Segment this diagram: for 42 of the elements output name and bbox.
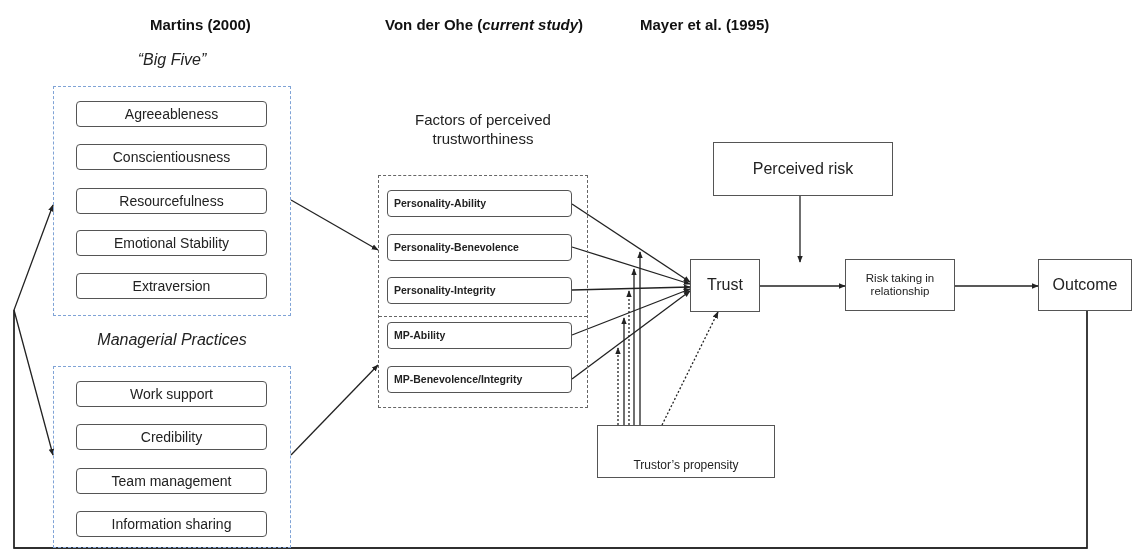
arrow: [290, 199, 379, 251]
factor-box: Emotional Stability: [76, 230, 267, 256]
column-title: Von der Ohe (current study): [385, 16, 584, 33]
process-box: Risk taking in relationship: [845, 259, 955, 311]
factor-box: Resourcefulness: [76, 188, 267, 214]
factor-box: Credibility: [76, 424, 267, 450]
arrow: [631, 268, 637, 426]
column-title: Mayer et al. (1995): [640, 16, 770, 33]
factor-box: MP-Ability: [387, 322, 572, 349]
arrow: [661, 311, 719, 426]
arrow: [637, 251, 643, 426]
column-title: Martins (2000): [150, 16, 251, 33]
arrow: [759, 283, 846, 289]
factor-box: Agreeableness: [76, 101, 267, 127]
factor-box: Personality-Ability: [387, 190, 572, 217]
arrow: [13, 309, 1088, 549]
factor-box: Personality-Benevolence: [387, 234, 572, 261]
arrow: [571, 288, 691, 336]
arrow: [954, 283, 1039, 289]
arrow: [621, 317, 627, 426]
group-heading: Factors of perceived trustworthiness: [414, 111, 552, 149]
arrow: [571, 284, 691, 291]
factor-box: Extraversion: [76, 273, 267, 299]
arrow: [626, 290, 632, 426]
group-heading: “Big Five”: [136, 50, 208, 70]
group-heading: Managerial Practices: [96, 330, 248, 350]
arrow: [615, 347, 621, 426]
process-box: Perceived risk: [713, 142, 893, 196]
factor-box: Conscientiousness: [76, 144, 267, 170]
factor-box: Personality-Integrity: [387, 277, 572, 304]
arrow: [571, 246, 691, 285]
process-box: Trust: [690, 259, 760, 312]
arrow: [290, 364, 379, 456]
process-box: Outcome: [1038, 259, 1132, 311]
factor-box: Team management: [76, 468, 267, 494]
factor-box: MP-Benevolence/Integrity: [387, 366, 572, 393]
process-box: Trustor’s propensity: [597, 425, 775, 478]
factor-box: Work support: [76, 381, 267, 407]
arrow: [571, 203, 691, 283]
arrow: [571, 290, 691, 380]
arrow: [797, 195, 803, 263]
factor-box: Information sharing: [76, 511, 267, 537]
